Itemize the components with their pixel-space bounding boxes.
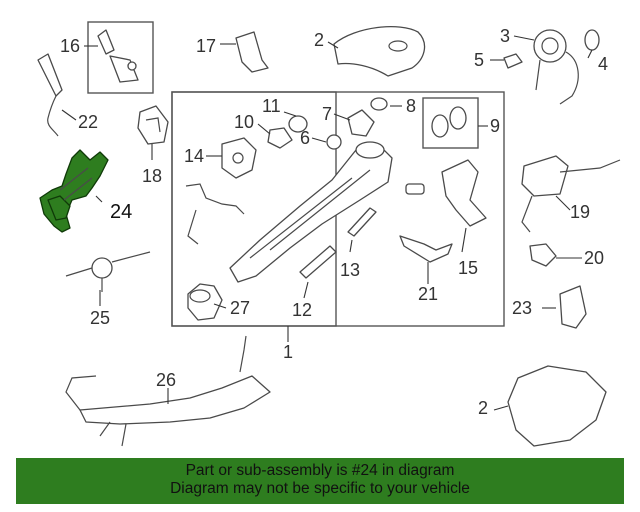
steering-column-drawing: [185, 141, 425, 283]
callout-7: 7: [322, 104, 332, 124]
part-2-lower-shroud: [507, 365, 607, 447]
parts-diagram: 1 2 2 3 4 5 6 7 8 9 10 11 12 13 14 15 16…: [37, 21, 621, 447]
part-15-drawing: [441, 159, 487, 227]
part-24-highlighted[interactable]: [39, 149, 109, 233]
callout-1: 1: [283, 342, 293, 362]
leader-lines: [61, 35, 593, 411]
info-banner: Part or sub-assembly is #24 in diagram D…: [16, 458, 624, 504]
part-21-drawing: [399, 235, 453, 263]
part-16-box: [87, 21, 154, 94]
callout-21: 21: [418, 284, 438, 304]
callout-18: 18: [142, 166, 162, 186]
callout-12: 12: [292, 300, 312, 320]
part-3-clock-spring: [533, 29, 579, 105]
callout-8: 8: [406, 96, 416, 116]
part-20-drawing: [529, 243, 557, 267]
part-23-drawing: [559, 285, 587, 329]
callout-24: 24: [110, 201, 132, 223]
callout-22: 22: [78, 112, 98, 132]
part-25-drawing: [65, 251, 151, 292]
callout-13: 13: [340, 260, 360, 280]
callout-11: 11: [262, 96, 281, 116]
callout-27: 27: [230, 298, 250, 318]
banner-line-2: Diagram may not be specific to your vehi…: [170, 480, 470, 497]
part-12-drawing: [299, 245, 337, 279]
part-14-drawing: [221, 137, 257, 179]
part-13-drawing: [347, 207, 377, 237]
callout-2: 2: [314, 30, 324, 50]
callout-6: 6: [300, 128, 310, 148]
part-9-box: [422, 97, 479, 149]
callout-labels: 1 2 2 3 4 5 6 7 8 9 10 11 12 13 14 15 16…: [60, 26, 608, 418]
part-16-drawing: [97, 29, 139, 83]
callout-4: 4: [598, 54, 608, 74]
callout-19: 19: [570, 202, 590, 222]
part-17-drawing: [235, 31, 269, 73]
part-26-harness: [65, 335, 271, 447]
callout-9: 9: [490, 116, 500, 136]
callout-2-lower: 2: [478, 398, 488, 418]
part-19-drawing: [521, 155, 621, 233]
part-9-bearings: [431, 106, 467, 138]
callout-17: 17: [196, 36, 216, 56]
callout-10: 10: [234, 112, 254, 132]
callout-15: 15: [458, 258, 478, 278]
banner-line-1: Part or sub-assembly is #24 in diagram: [185, 462, 455, 479]
callout-3: 3: [500, 26, 510, 46]
part-4-ring: [584, 29, 600, 51]
callout-23: 23: [512, 298, 532, 318]
callout-5: 5: [474, 50, 484, 70]
part-22-drawing: [37, 53, 63, 137]
part-2-top-cover: [333, 26, 426, 77]
part-5-clip: [503, 53, 523, 69]
assembly-box-outline: [171, 91, 505, 327]
parts-10-11-6-7-8: [267, 97, 388, 150]
callout-20: 20: [584, 248, 604, 268]
part-18-drawing: [137, 105, 169, 145]
callout-25: 25: [90, 308, 110, 328]
callout-16: 16: [60, 36, 80, 56]
callout-26: 26: [156, 370, 176, 390]
callout-14: 14: [184, 146, 204, 166]
part-27-drawing: [187, 283, 223, 321]
